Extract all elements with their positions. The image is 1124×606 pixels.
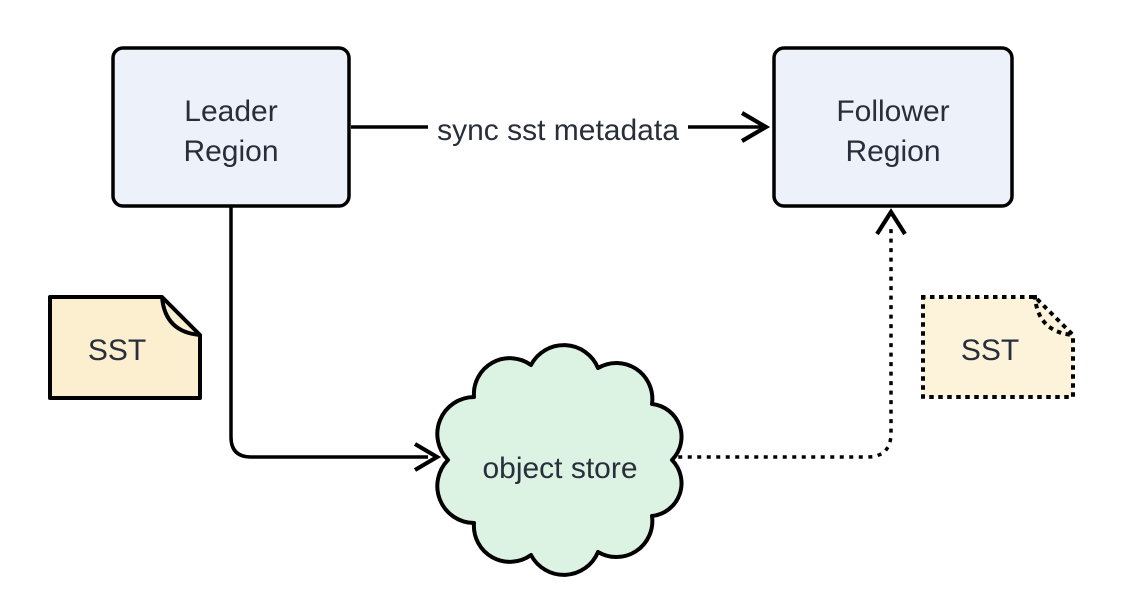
sst-follower-note (921, 295, 1075, 399)
edge-sync-label: sync sst metadata (437, 114, 679, 147)
node-follower-region: Follower Region (772, 46, 1014, 208)
node-sst-follower: SST (921, 294, 1076, 399)
edge-sync-label-background (428, 102, 688, 152)
sst-leader-label: SST (88, 334, 146, 367)
follower-region-box (772, 46, 1014, 208)
node-leader-region: Leader Region (111, 46, 351, 208)
edge-object-store-to-follower (678, 208, 907, 459)
sst-follower-label: SST (961, 334, 1019, 367)
node-object-store: object store (435, 343, 684, 577)
edge-sync-sst-metadata: sync sst metadata (351, 102, 771, 152)
node-sst-leader: SST (48, 295, 202, 400)
arrowhead-up-icon (875, 208, 907, 236)
leader-region-box (111, 46, 351, 208)
edge-leader-object-path (229, 206, 428, 459)
follower-region-label-line2: Region (845, 135, 940, 168)
leader-region-label-line1: Leader (184, 95, 277, 128)
sst-leader-note-fold (160, 296, 201, 337)
edge-leader-to-object-store (229, 206, 442, 472)
arrowhead-right-icon (413, 442, 442, 472)
leader-region-label-line2: Region (183, 135, 278, 168)
edge-object-follower-path (678, 220, 893, 459)
sst-follower-note-fold (1032, 294, 1076, 338)
sst-leader-note (48, 295, 202, 400)
follower-region-label-line1: Follower (836, 95, 949, 128)
arrowhead-right-icon (740, 111, 771, 143)
object-store-cloud (435, 343, 684, 577)
object-store-label: object store (482, 452, 637, 485)
